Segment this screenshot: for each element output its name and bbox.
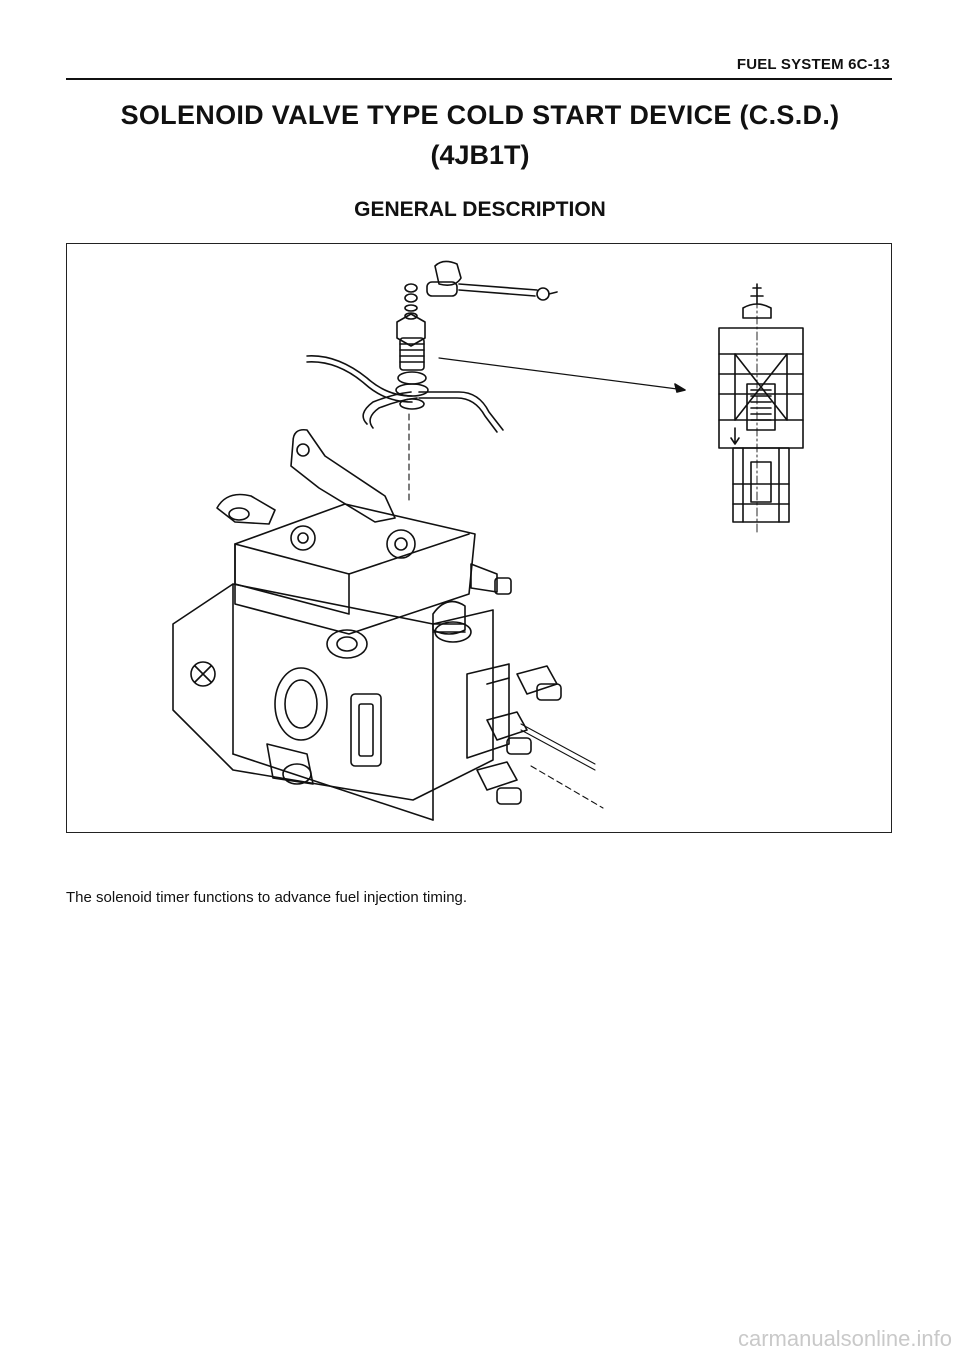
section-heading: GENERAL DESCRIPTION [354,198,606,221]
page-header: FUEL SYSTEM 6C-13 [66,52,892,80]
technical-illustration [66,243,892,833]
section-label: FUEL SYSTEM 6C-13 [736,56,890,73]
page-title: SOLENOID VALVE TYPE COLD START DEVICE (C… [120,100,840,130]
injection-pump-illustration-icon [172,260,804,821]
injection-pump-body-icon [172,428,604,821]
solenoid-cross-section-icon [718,283,804,535]
description-paragraph: The solenoid timer functions to advance … [66,889,468,906]
watermark: carmanualsonline.info [737,1326,952,1351]
page-title-model: (4JB1T) [430,140,530,170]
solenoid-valve-assembly-icon [306,260,686,505]
